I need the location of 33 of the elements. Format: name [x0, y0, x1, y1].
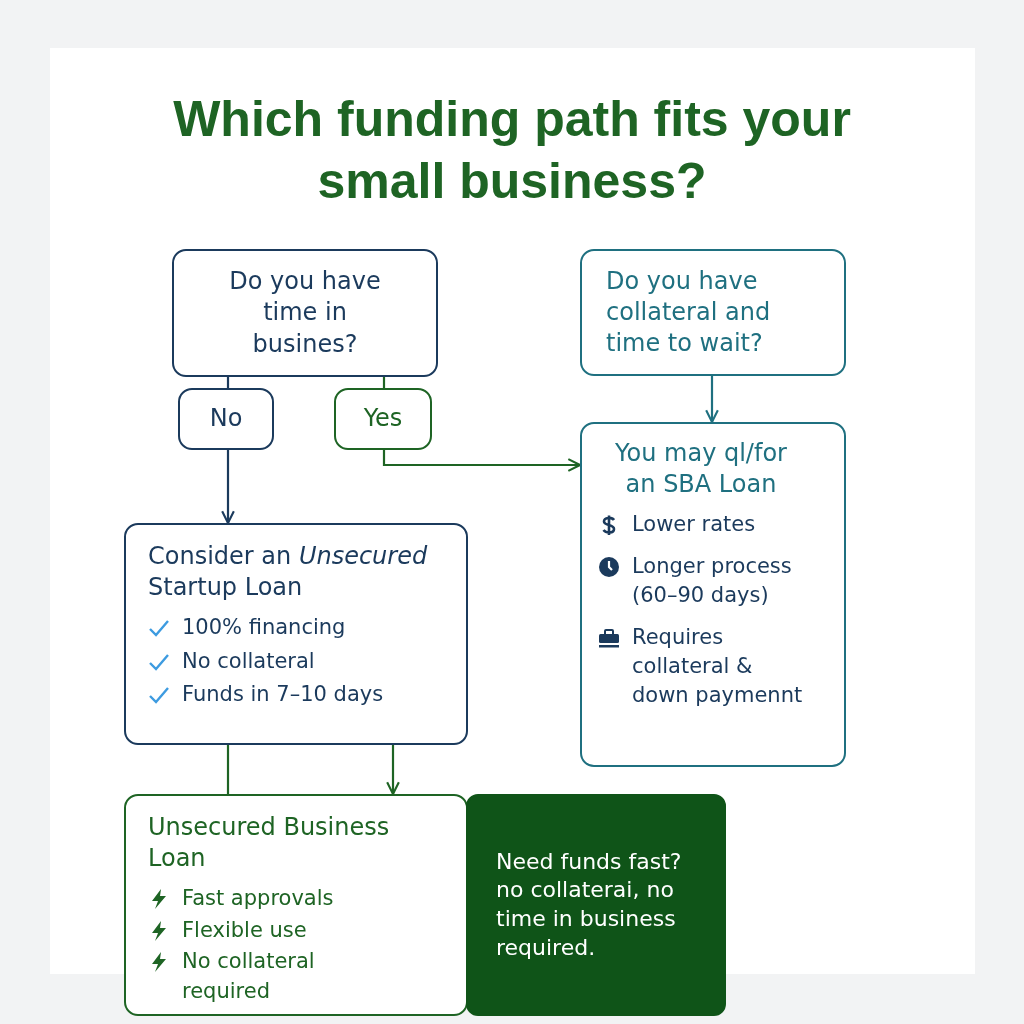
node-heading: No — [209, 403, 243, 435]
node-heading: Yes — [363, 403, 403, 435]
connector-line — [226, 377, 230, 388]
answer-box — [178, 388, 274, 450]
node-heading: Consider an Unsecured Startup Loan — [148, 541, 429, 604]
node-heading: Do you have collateral and time to wait? — [606, 265, 772, 360]
arrow — [382, 450, 582, 472]
list-item: 100% financing — [182, 614, 346, 642]
decision-box — [172, 249, 438, 377]
decision-box — [580, 249, 846, 376]
list-item: Fast approvals — [182, 885, 334, 913]
node-heading: Unsecured Business Loan — [148, 812, 391, 875]
result-box — [580, 422, 846, 767]
arrow — [386, 745, 400, 796]
list-item: Longer process (60–90 days) — [632, 552, 793, 610]
list-item: No collateral required — [182, 948, 316, 1005]
loan-box — [124, 794, 468, 1016]
connector-line — [226, 745, 230, 794]
answer-box — [334, 388, 432, 450]
node-heading: Need funds fast? no collaterai, no time in business required. — [496, 847, 683, 962]
result-box — [124, 523, 468, 745]
node-heading: You may ql/for an SBA Loan — [614, 438, 788, 501]
title: Which funding path fits your small business? — [172, 90, 852, 211]
list-item: Funds in 7–10 days — [182, 681, 384, 709]
list-item: No collateral — [182, 647, 315, 675]
connector-line — [382, 377, 386, 388]
list-item: Flexible use — [182, 916, 307, 944]
arrow — [705, 376, 719, 424]
list-item: Requires collateral & down paymennt — [632, 623, 804, 710]
node-heading: Do you have time in busines? — [228, 266, 382, 360]
arrow — [221, 450, 235, 525]
callout-panel — [466, 794, 726, 1016]
list-item: Lower rates — [632, 511, 756, 539]
